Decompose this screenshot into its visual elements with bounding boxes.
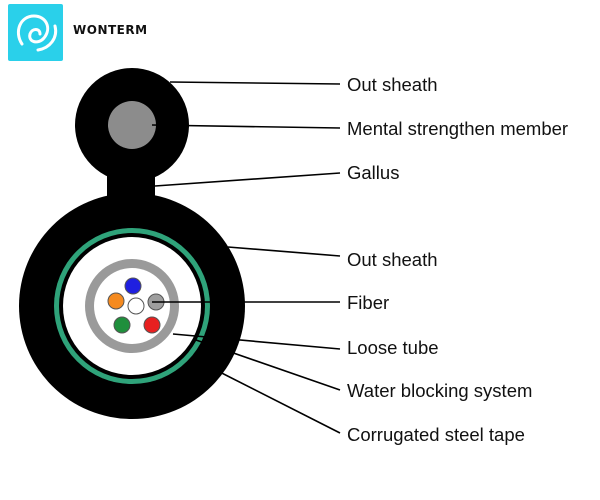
leader-out-sheath-top <box>169 81 341 85</box>
brand-name: WONTERM <box>73 23 148 37</box>
leader-gallus <box>154 172 341 187</box>
leader-loose-tube <box>172 333 341 350</box>
brand-logo <box>8 4 63 61</box>
label-fiber: Fiber <box>347 292 390 313</box>
label-water-blocking-system: Water blocking system <box>347 380 533 401</box>
fiber-orange <box>107 292 125 310</box>
fiber-blue <box>124 277 142 295</box>
fiber-red <box>143 316 161 334</box>
label-out-sheath: Out sheath <box>347 249 438 270</box>
label-loose-tube: Loose tube <box>347 337 439 358</box>
metal-strength-member <box>108 101 156 149</box>
leader-out-sheath <box>227 246 341 257</box>
label-metal-strength-member: Mental strengthen member <box>347 118 569 139</box>
label-out-sheath-top: Out sheath <box>347 74 438 95</box>
label-gallus: Gallus <box>347 162 400 183</box>
leader-metal-member <box>151 124 341 129</box>
logo-swirl-icon <box>17 14 58 52</box>
fiber-green <box>113 316 131 334</box>
label-corrugated-steel-tape: Corrugated steel tape <box>347 424 525 445</box>
leader-water-blocking <box>195 339 341 391</box>
fiber-white <box>127 297 145 315</box>
leader-steel-tape <box>199 361 341 434</box>
